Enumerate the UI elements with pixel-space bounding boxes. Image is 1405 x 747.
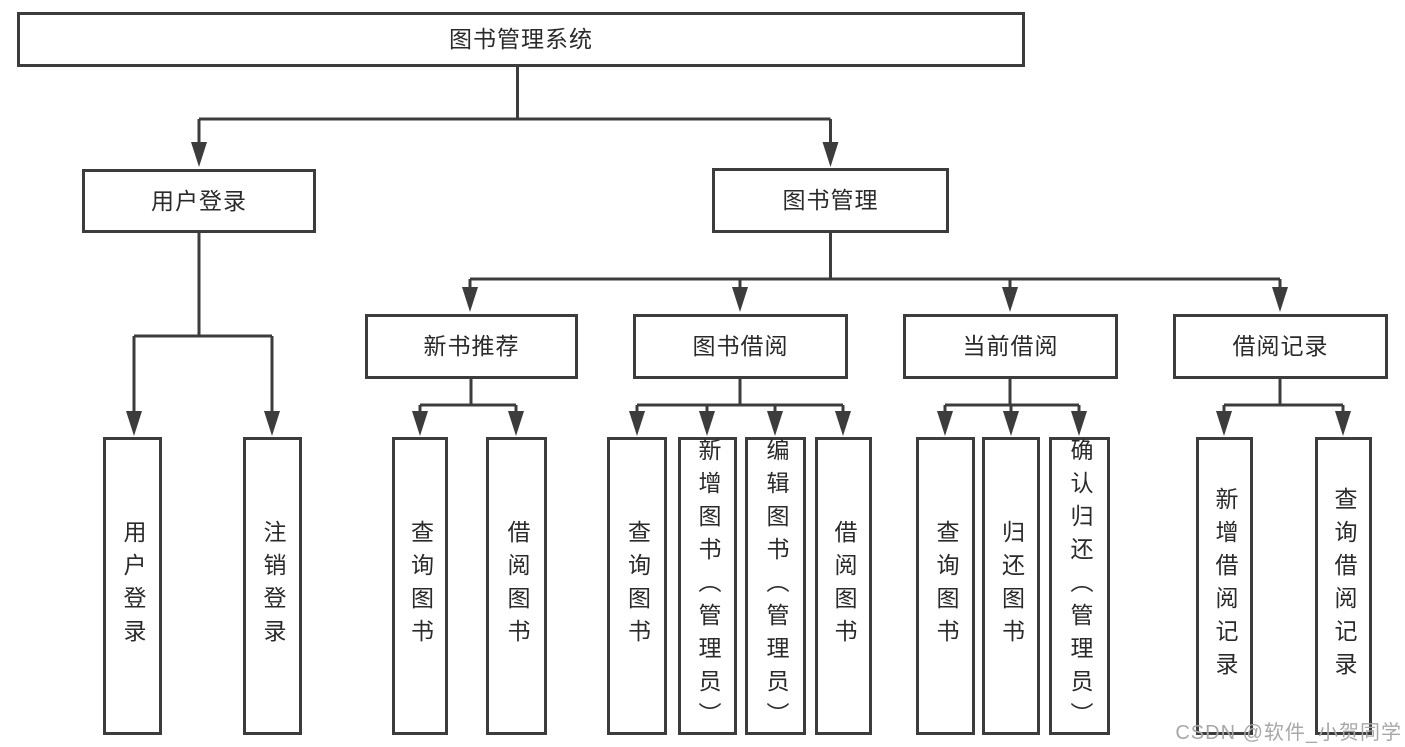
node-current-borrow-label: 当前借阅 (962, 333, 1059, 359)
leaf-borrow-books-recommend-label: 借阅图书 (504, 520, 530, 652)
leaf-query-books-current: 查询图书 (916, 437, 975, 735)
leaf-user-login: 用户登录 (103, 437, 162, 735)
node-book-borrow-label: 图书借阅 (692, 333, 789, 359)
leaf-confirm-return-admin-label: 确认归还（管理员） (1067, 437, 1093, 735)
leaf-query-books-borrow-label: 查询图书 (624, 520, 651, 652)
leaf-borrow-books: 借阅图书 (815, 437, 872, 735)
leaf-query-books-borrow: 查询图书 (607, 437, 667, 735)
leaf-edit-book-admin-label: 编辑图书（管理员） (763, 437, 789, 735)
leaf-query-borrow-record: 查询借阅记录 (1315, 437, 1372, 735)
leaf-borrow-books-label: 借阅图书 (831, 520, 857, 652)
leaf-query-books-recommend: 查询图书 (392, 437, 448, 735)
node-root-label: 图书管理系统 (449, 26, 593, 52)
leaf-add-book-admin: 新增图书（管理员） (678, 437, 737, 735)
leaf-confirm-return-admin: 确认归还（管理员） (1049, 437, 1110, 735)
leaf-return-book: 归还图书 (982, 437, 1040, 735)
node-book-management: 图书管理 (712, 168, 949, 233)
leaf-add-book-admin-label: 新增图书（管理员） (695, 437, 721, 735)
leaf-return-book-label: 归还图书 (998, 520, 1025, 652)
leaf-query-borrow-record-label: 查询借阅记录 (1331, 487, 1357, 685)
leaf-borrow-books-recommend: 借阅图书 (486, 437, 547, 735)
node-borrow-records: 借阅记录 (1173, 314, 1388, 379)
leaf-query-books-current-label: 查询图书 (933, 520, 959, 652)
leaf-logout-label: 注销登录 (260, 520, 286, 652)
leaf-add-borrow-record-label: 新增借阅记录 (1212, 487, 1238, 685)
csdn-watermark: CSDN @软件_小贺同学 (1175, 722, 1402, 744)
node-borrow-records-label: 借阅记录 (1232, 333, 1329, 359)
leaf-edit-book-admin: 编辑图书（管理员） (745, 437, 806, 735)
node-root: 图书管理系统 (17, 12, 1025, 67)
leaf-query-books-recommend-label: 查询图书 (407, 520, 434, 652)
node-user-login: 用户登录 (82, 169, 316, 233)
node-book-management-label: 图书管理 (782, 187, 879, 213)
node-new-book-recommend: 新书推荐 (365, 314, 578, 379)
leaf-add-borrow-record: 新增借阅记录 (1196, 437, 1253, 735)
node-new-book-recommend-label: 新书推荐 (423, 333, 520, 359)
node-book-borrow: 图书借阅 (633, 314, 848, 379)
leaf-user-login-label: 用户登录 (120, 520, 146, 652)
leaf-logout: 注销登录 (243, 437, 302, 735)
node-current-borrow: 当前借阅 (903, 314, 1118, 379)
node-user-login-label: 用户登录 (151, 187, 247, 214)
